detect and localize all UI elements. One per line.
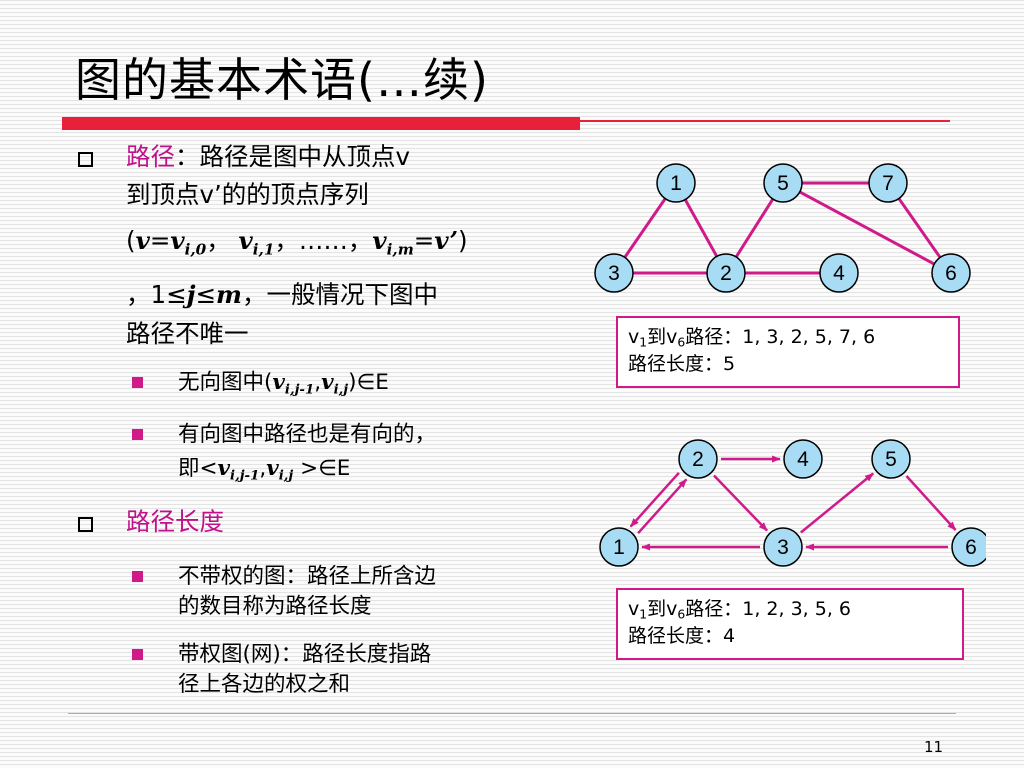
sub-weighted-line1: 带权图(网)：路径长度指路 <box>178 642 432 667</box>
bullet-path-line4: ，1≤j≤m，一般情况下图中 <box>126 280 438 309</box>
graph-node-label: 2 <box>692 448 704 471</box>
filled-square-bullet-icon <box>132 571 143 582</box>
sub-directed-line2: 即<vi,j-1,vi,j >∈E <box>178 456 351 484</box>
graph-node-label: 5 <box>885 448 897 471</box>
directed-nodes: 2 4 5 1 3 6 <box>599 439 986 567</box>
term-path-length: 路径长度 <box>126 507 224 536</box>
graph-edge-1-2 <box>683 198 719 258</box>
graph-arc-3-5 <box>800 472 874 534</box>
graph-arc-2-1 <box>629 471 680 528</box>
graph-node-3 <box>763 527 803 567</box>
sub-unweighted-line1: 不带权的图：路径上所含边 <box>178 564 437 589</box>
filled-square-bullet-icon <box>132 649 143 660</box>
sub-undirected: 无向图中(vi,j-1,vi,j)∈E <box>178 370 389 398</box>
bullet-path-sequence: (v=vi,0， vi,1，……，vi,m=v’) <box>126 226 468 259</box>
hollow-square-bullet-icon <box>78 152 93 167</box>
graph-node-2 <box>706 253 746 293</box>
sub-directed-line1: 有向图中路径也是有向的， <box>178 422 437 447</box>
sub-unweighted-line2: 的数目称为路径长度 <box>178 594 372 619</box>
hollow-square-bullet-icon <box>78 517 93 532</box>
graph-node-label: 4 <box>833 262 845 285</box>
graph-node-3 <box>594 253 634 293</box>
graphs-panel: 1 5 7 3 2 4 6 2 4 5 1 3 6 <box>594 163 986 567</box>
caption-undirected-path: v1到v6路径：1, 3, 2, 5, 7, 6 <box>628 326 876 350</box>
bullet-path-line5: 路径不唯一 <box>126 319 249 348</box>
graph-edge-2-5 <box>734 198 775 258</box>
graph-edge-1-3 <box>623 197 667 259</box>
bullet-path-line1: 路径：路径是图中从顶点v <box>126 142 410 171</box>
title-underline-thin <box>580 120 950 122</box>
graph-node-label: 6 <box>945 262 957 285</box>
graph-node-label: 3 <box>608 262 620 285</box>
bullet-path-line2: 到顶点v’的的顶点序列 <box>126 180 369 209</box>
caption-undirected: v1到v6路径：1, 3, 2, 5, 7, 6 路径长度：5 <box>616 316 960 388</box>
footer-divider <box>68 713 956 714</box>
graph-node-6 <box>931 253 971 293</box>
caption-directed-path: v1到v6路径：1, 2, 3, 5, 6 <box>628 598 851 622</box>
caption-directed: v1到v6路径：1, 2, 3, 5, 6 路径长度：4 <box>616 588 964 660</box>
directed-edges <box>629 455 957 551</box>
sub-weighted-line2: 径上各边的权之和 <box>178 672 351 697</box>
graph-arc-2-3 <box>713 474 768 532</box>
caption-directed-length: 路径长度：4 <box>628 625 736 647</box>
graph-node-6 <box>951 527 986 567</box>
graph-node-label: 1 <box>613 536 625 559</box>
graph-node-1 <box>599 527 639 567</box>
term-path: 路径 <box>126 142 175 171</box>
page-number: 11 <box>924 738 944 756</box>
graph-node-4 <box>783 439 823 479</box>
graph-node-5 <box>871 439 911 479</box>
graph-node-5 <box>763 163 803 203</box>
graph-arc-5-6 <box>905 475 957 531</box>
graph-node-label: 5 <box>777 172 789 195</box>
page-title: 图的基本术语(…续) <box>75 53 489 107</box>
caption-undirected-length: 路径长度：5 <box>628 353 736 375</box>
graph-node-label: 1 <box>670 172 682 195</box>
graph-arc-1-2 <box>637 478 688 535</box>
filled-square-bullet-icon <box>132 429 143 440</box>
undirected-edges <box>623 181 942 275</box>
filled-square-bullet-icon <box>132 377 143 388</box>
graph-edge-5-6 <box>799 190 935 266</box>
graph-node-4 <box>819 253 859 293</box>
graph-node-label: 7 <box>882 172 894 195</box>
graph-node-label: 4 <box>797 448 809 471</box>
undirected-nodes: 1 5 7 3 2 4 6 <box>594 163 971 293</box>
graph-node-2 <box>678 439 718 479</box>
graph-node-7 <box>868 163 908 203</box>
graph-node-label: 2 <box>720 262 732 285</box>
graph-node-1 <box>656 163 696 203</box>
graph-edge-7-6 <box>897 197 942 259</box>
title-underline <box>62 117 580 130</box>
graph-node-label: 6 <box>965 536 977 559</box>
graph-node-label: 3 <box>777 536 789 559</box>
